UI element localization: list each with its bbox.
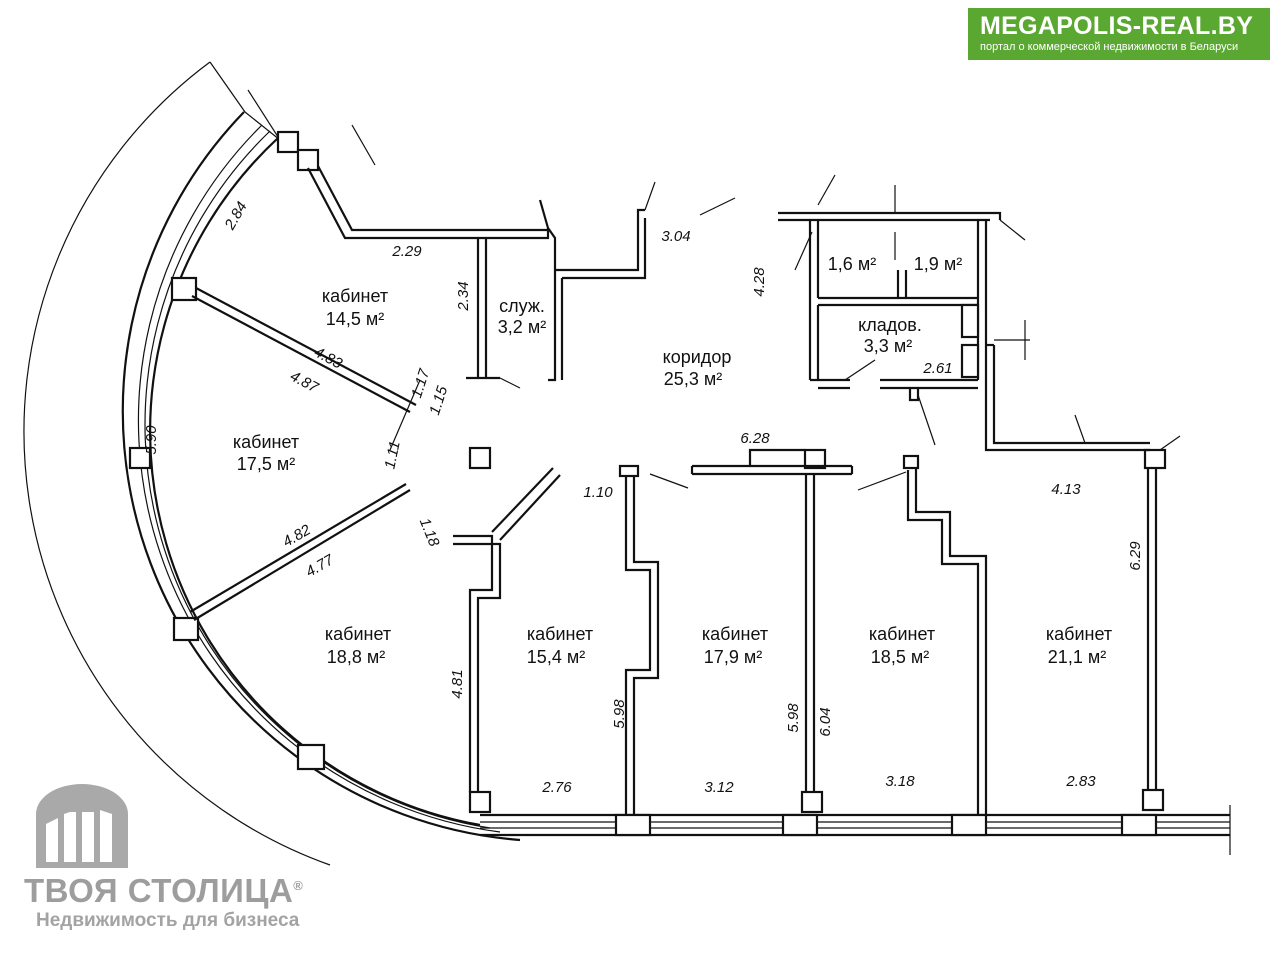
dimension-label: 5.90 — [143, 425, 160, 455]
building-logo-icon — [36, 784, 128, 868]
megapolis-badge[interactable]: MEGAPOLIS-REAL.BY портал о коммерческой … — [968, 8, 1270, 60]
room-area: 15,4 м² — [527, 647, 585, 667]
dimension-label: 2.83 — [1065, 773, 1096, 790]
room-area: 18,8 м² — [327, 647, 385, 667]
badge-title: MEGAPOLIS-REAL.BY — [980, 12, 1254, 40]
dimension-label: 5.98 — [611, 699, 628, 729]
brand-subtitle: Недвижимость для бизнеса — [36, 910, 300, 931]
brand-watermark: ТВОЯ СТОЛИЦА® Недвижимость для бизнеса — [24, 778, 404, 948]
door-swings — [351, 124, 1181, 491]
room-name: коридор — [663, 347, 732, 367]
room-name: кладов. — [858, 315, 922, 335]
room-area: 25,3 м² — [664, 369, 722, 389]
dimension-label: 6.28 — [740, 430, 770, 447]
room-name: кабинет — [322, 286, 388, 306]
room-name: кабинет — [869, 624, 935, 644]
dimension-label: 2.29 — [391, 243, 422, 260]
dimension-label: 2.76 — [541, 779, 572, 796]
dimension-label: 2.34 — [455, 281, 472, 311]
dimension-label: 4.87 — [287, 368, 321, 397]
room-area: 1,9 м² — [914, 254, 962, 274]
columns — [128, 130, 1167, 814]
room-area: 1,6 м² — [828, 254, 876, 274]
dimension-label: 4.77 — [303, 551, 337, 581]
dimension-label: 4.28 — [751, 267, 768, 297]
badge-subtitle: портал о коммерческой недвижимости в Бел… — [980, 41, 1239, 53]
interior-walls — [189, 165, 1158, 815]
room-name: кабинет — [233, 432, 299, 452]
dimension-label: 4.13 — [1051, 481, 1081, 498]
room-area: 17,5 м² — [237, 454, 295, 474]
dimension-label: 4.82 — [280, 521, 314, 551]
dimension-label: 5.98 — [785, 703, 802, 733]
room-area: 14,5 м² — [326, 309, 384, 329]
room-name: кабинет — [1046, 624, 1112, 644]
curved-facade-wall — [23, 61, 521, 866]
room-area: 21,1 м² — [1048, 647, 1106, 667]
brand-name-text: ТВОЯ СТОЛИЦА — [24, 872, 294, 909]
room-name: кабинет — [702, 624, 768, 644]
registered-mark: ® — [293, 878, 304, 893]
brand-name: ТВОЯ СТОЛИЦА® — [24, 872, 303, 910]
dimension-label: 2.61 — [922, 360, 952, 377]
dimension-label: 2.84 — [221, 199, 251, 234]
room-name: служ. — [499, 296, 545, 316]
dimension-labels: 2.84 2.29 2.34 3.04 4.28 4.83 4.87 1.17 … — [143, 199, 1144, 796]
room-name: кабинет — [527, 624, 593, 644]
room-area: 18,5 м² — [871, 647, 929, 667]
dimension-label: 4.81 — [449, 669, 466, 698]
dimension-label: 1.15 — [426, 383, 451, 417]
dimension-label: 6.29 — [1127, 541, 1144, 571]
dimension-label: 1.18 — [416, 516, 443, 550]
room-area: 3,3 м² — [864, 336, 912, 356]
dimension-label: 1.10 — [583, 484, 613, 501]
dimension-label: 3.12 — [704, 779, 734, 796]
dimension-label: 1.17 — [408, 366, 433, 400]
dimension-label: 1.11 — [381, 440, 403, 471]
dimension-label: 6.04 — [817, 707, 834, 736]
dimension-label: 3.04 — [661, 228, 690, 245]
bottom-facade-wall — [480, 805, 1231, 855]
dimension-label: 3.18 — [885, 773, 915, 790]
room-labels: кабинет 14,5 м² служ. 3,2 м² коридор 25,… — [233, 254, 1112, 667]
room-area: 17,9 м² — [704, 647, 762, 667]
room-name: кабинет — [325, 624, 391, 644]
room-area: 3,2 м² — [498, 317, 546, 337]
